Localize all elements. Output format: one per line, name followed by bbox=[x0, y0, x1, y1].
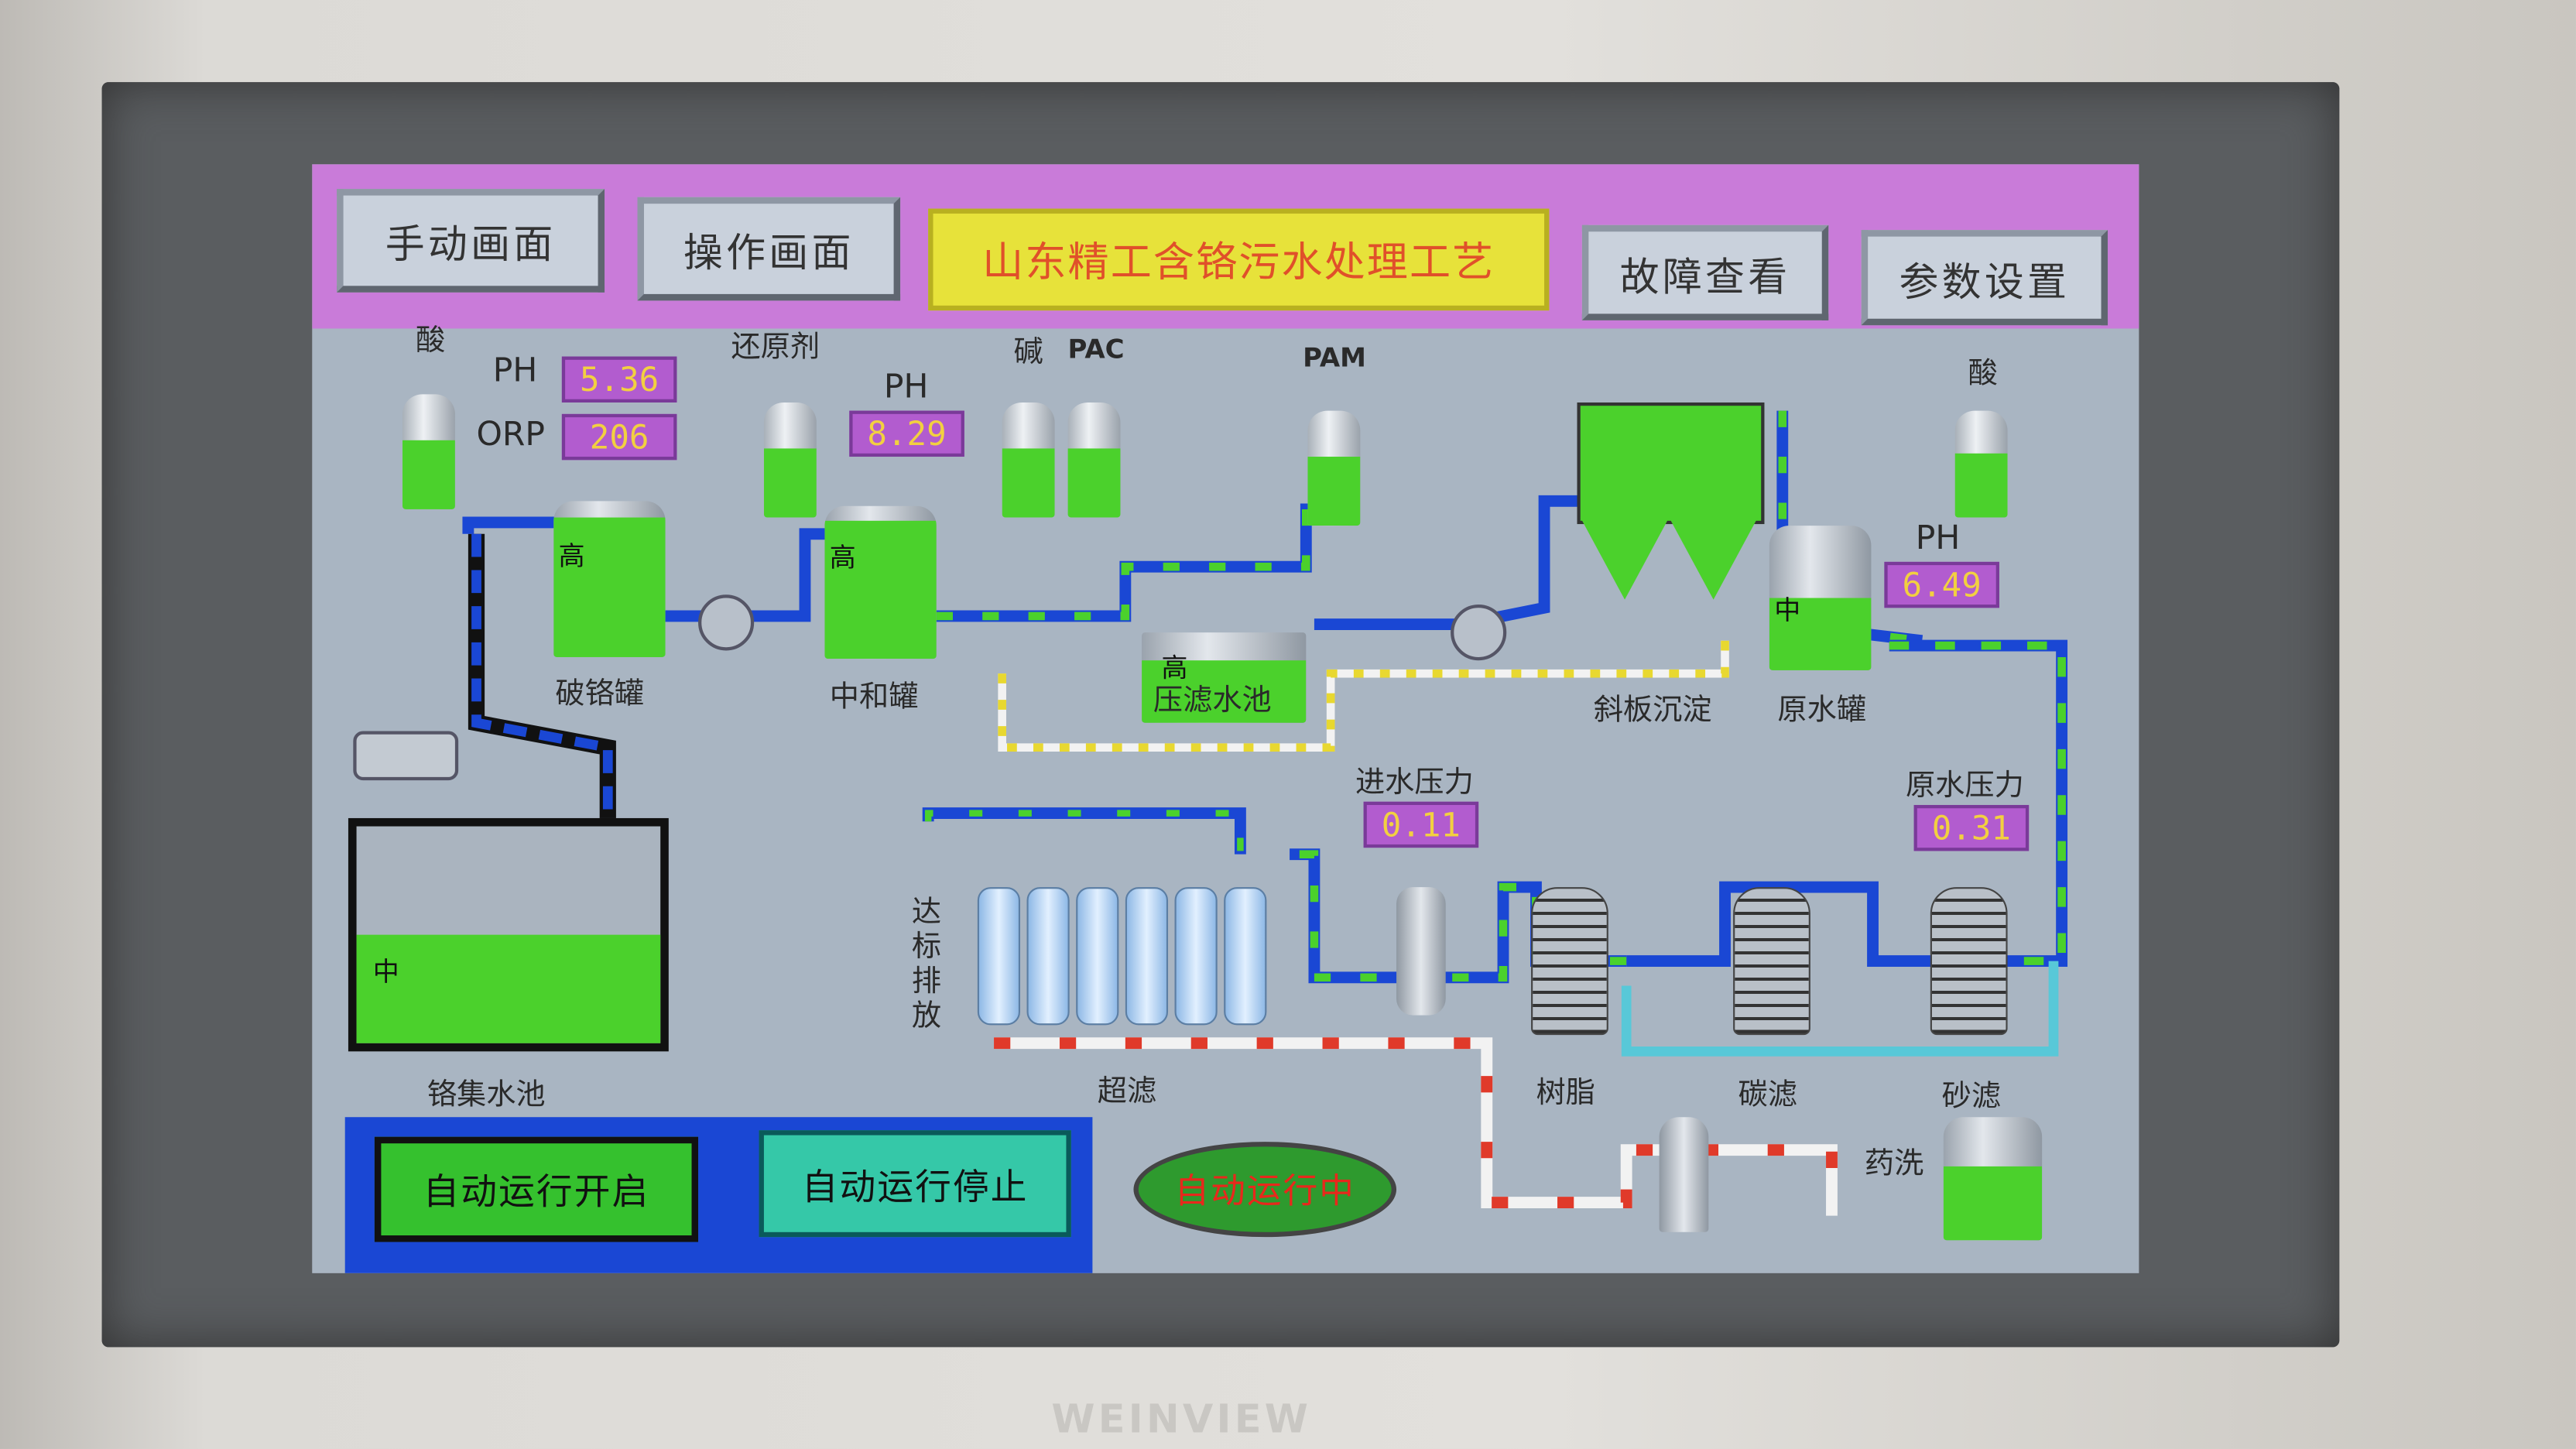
pipe bbox=[1314, 495, 1577, 630]
level-indicator: 高 bbox=[1161, 652, 1188, 683]
auto-run-stop-button[interactable]: 自动运行停止 bbox=[759, 1130, 1071, 1238]
ph-label: PH bbox=[1915, 517, 1961, 557]
ph-value-neutralization: 8.29 bbox=[849, 410, 964, 457]
pac-label: PAC bbox=[1067, 333, 1125, 365]
neutralization-tank-label: 中和罐 bbox=[829, 680, 919, 715]
pipe bbox=[936, 505, 1314, 621]
level-indicator: 中 bbox=[1774, 594, 1801, 626]
pipe bbox=[462, 516, 559, 534]
filter-press-pool: 高 bbox=[1142, 632, 1307, 723]
pac-dosing-tank bbox=[1067, 402, 1121, 518]
pipe bbox=[1621, 961, 2059, 1057]
uf-membrane bbox=[1125, 887, 1169, 1026]
security-filter bbox=[1396, 887, 1446, 1016]
resin-filter bbox=[1531, 887, 1608, 1036]
sand-filter-label: 砂滤 bbox=[1941, 1079, 2002, 1114]
pam-dosing-tank bbox=[1307, 410, 1361, 526]
operation-screen-button[interactable]: 操作画面 bbox=[637, 197, 901, 301]
top-nav-bar: 手动画面 操作画面 山东精工含铬污水处理工艺 故障查看 参数设置 bbox=[312, 164, 2139, 329]
auto-running-status: 自动运行中 bbox=[1133, 1142, 1397, 1238]
pipe bbox=[665, 528, 830, 622]
settler-hopper bbox=[1580, 517, 1670, 600]
chemical-wash-tank bbox=[1943, 1117, 2043, 1241]
ph-value-chrome-breaking: 5.36 bbox=[561, 356, 677, 402]
reducer-label: 还原剂 bbox=[731, 330, 820, 365]
reducer-dosing-tank bbox=[763, 402, 817, 518]
acid-right-dosing-tank bbox=[1954, 410, 2008, 518]
acid-dosing-tank bbox=[402, 394, 455, 509]
hmi-screen: 手动画面 操作画面 山东精工含铬污水处理工艺 故障查看 参数设置 酸 还原剂 碱… bbox=[312, 164, 2139, 1273]
discharge-label: 达标排放 bbox=[911, 895, 942, 1033]
chemical-wash-label: 药洗 bbox=[1864, 1146, 1924, 1182]
inclined-plate-settling-label: 斜板沉淀 bbox=[1593, 693, 1712, 728]
fault-view-button[interactable]: 故障查看 bbox=[1581, 224, 1829, 320]
pipe bbox=[1889, 641, 2066, 965]
level-indicator: 中 bbox=[372, 956, 399, 988]
uf-membrane bbox=[977, 887, 1021, 1026]
sand-filter bbox=[1930, 887, 2008, 1036]
alkali-dosing-tank bbox=[1002, 402, 1055, 518]
carbon-filter bbox=[1733, 887, 1810, 1036]
weinview-logo: WEINVIEW bbox=[1051, 1396, 1312, 1443]
acid-label: 酸 bbox=[415, 324, 446, 358]
uf-membrane bbox=[1174, 887, 1218, 1026]
acid-right-label: 酸 bbox=[1968, 356, 1998, 392]
inlet-pressure-label: 进水压力 bbox=[1355, 766, 1474, 800]
alkali-label: 碱 bbox=[1013, 334, 1043, 370]
raw-water-tank-label: 原水罐 bbox=[1777, 693, 1867, 728]
inlet-pressure-value: 0.11 bbox=[1363, 801, 1479, 848]
pipe bbox=[922, 807, 1246, 855]
filter-press-pool-label: 压滤水池 bbox=[1153, 683, 1272, 718]
ph-value-raw-water: 6.49 bbox=[1884, 561, 1999, 608]
ultrafiltration-label: 超滤 bbox=[1097, 1074, 1157, 1109]
ph-label: PH bbox=[883, 366, 929, 406]
chrome-breaking-tank: 高 bbox=[553, 501, 666, 657]
settler-hopper bbox=[1669, 517, 1758, 600]
parameter-settings-button[interactable]: 参数设置 bbox=[1861, 230, 2108, 326]
pipe bbox=[924, 810, 1244, 855]
drain-pipe bbox=[994, 1037, 1838, 1216]
raw-water-tank: 中 bbox=[1769, 526, 1872, 670]
pump-icon[interactable] bbox=[698, 594, 755, 651]
pipe bbox=[471, 533, 613, 953]
uf-membrane bbox=[1026, 887, 1070, 1026]
inclined-plate-settler bbox=[1577, 402, 1765, 525]
wash-filter bbox=[1659, 1117, 1709, 1232]
sludge-pipe bbox=[998, 640, 1729, 752]
pam-label: PAM bbox=[1303, 341, 1366, 373]
manual-screen-button[interactable]: 手动画面 bbox=[337, 189, 605, 293]
lift-pump-icon[interactable] bbox=[353, 731, 459, 781]
auto-control-panel: 自动运行开启 自动运行停止 bbox=[344, 1117, 1093, 1273]
resin-label: 树脂 bbox=[1536, 1076, 1595, 1111]
orp-label: ORP bbox=[476, 413, 546, 454]
ph-label: PH bbox=[492, 350, 538, 390]
raw-pressure-value: 0.31 bbox=[1913, 804, 2030, 851]
chrome-breaking-tank-label: 破铬罐 bbox=[555, 677, 644, 711]
uf-membrane bbox=[1224, 887, 1267, 1026]
pipe-network bbox=[462, 410, 2068, 1216]
neutralization-tank: 高 bbox=[824, 505, 937, 659]
orp-value: 206 bbox=[561, 413, 677, 461]
page-title: 山东精工含铬污水处理工艺 bbox=[928, 208, 1550, 311]
chrome-collection-pool-label: 铬集水池 bbox=[426, 1077, 546, 1112]
auto-run-start-button[interactable]: 自动运行开启 bbox=[374, 1136, 699, 1242]
carbon-filter-label: 碳滤 bbox=[1738, 1077, 1797, 1112]
uf-membrane bbox=[1076, 887, 1119, 1026]
pipe bbox=[1626, 881, 2005, 968]
raw-pressure-label: 原水压力 bbox=[1905, 769, 2024, 803]
level-indicator: 高 bbox=[829, 542, 856, 574]
pump-icon[interactable] bbox=[1451, 605, 1507, 661]
level-indicator: 高 bbox=[558, 540, 585, 572]
chrome-collection-pool: 中 bbox=[348, 817, 669, 1052]
